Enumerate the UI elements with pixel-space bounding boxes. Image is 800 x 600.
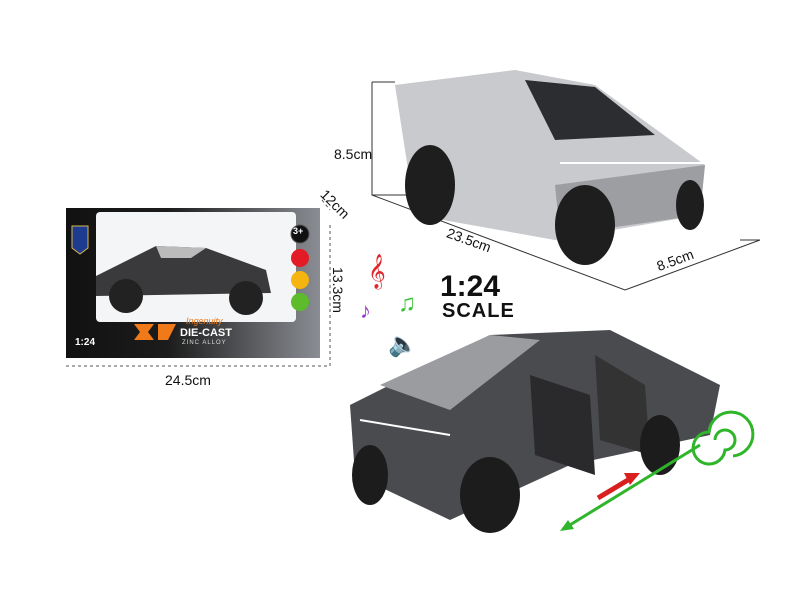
scale-word: SCALE: [442, 300, 515, 322]
product-line: DIE-CAST: [180, 327, 232, 339]
forward-arrow: [596, 477, 630, 501]
box-width-label: 24.5cm: [165, 372, 211, 388]
brand-text: Ingenuity: [186, 316, 223, 326]
light-icon: [291, 249, 309, 267]
sound-icon: [291, 271, 309, 289]
age-badge: 3+: [293, 226, 304, 236]
package-scale: 1:24: [75, 337, 96, 348]
pull-back-arrow: [564, 443, 701, 530]
package-car-image: [96, 246, 271, 315]
speaker-icon: 🔈: [388, 331, 418, 358]
music-note-icon: ♫: [398, 290, 416, 317]
pull-back-icon: [291, 293, 309, 311]
xd-logo: [134, 324, 176, 340]
music-note-icon: ♪: [360, 298, 371, 323]
music-note-icon: 𝄞: [368, 255, 386, 288]
material-label: ZINC ALLOY: [182, 340, 227, 346]
car-height-label: 8.5cm: [334, 146, 373, 162]
spiral-icon: [691, 410, 755, 466]
package-art: [71, 224, 310, 340]
brand-shield-logo: [71, 225, 89, 255]
scale-ratio: 1:24: [440, 270, 501, 303]
car-image-front: [395, 70, 705, 265]
car-image-open-doors: [350, 330, 720, 533]
